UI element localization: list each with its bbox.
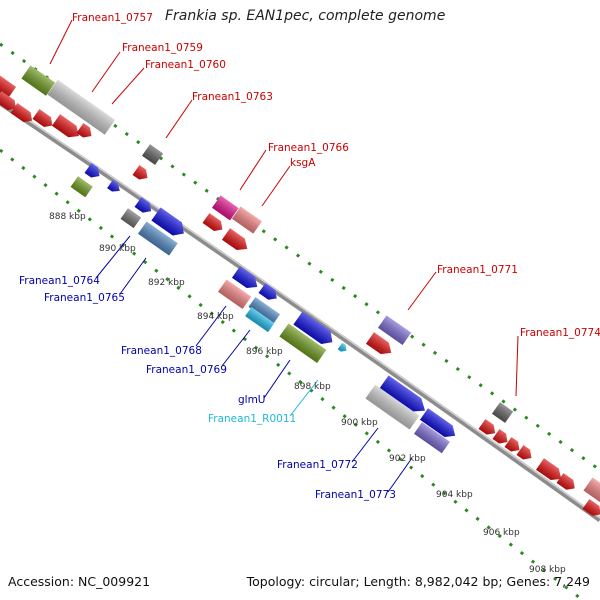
gene-block-0774[interactable] [491,402,514,423]
leader-line [387,457,413,493]
gene-label-ksga: ksgA [290,157,316,169]
leader-line [195,305,227,347]
leader-line [91,51,121,93]
leader-line [221,329,251,367]
gene-arrow[interactable] [132,165,151,183]
leader-line [289,379,319,417]
gene-block-0763[interactable] [141,144,164,165]
accession-text: Accession: NC_009921 [8,574,151,589]
gene-label-0771: Franean1_0771 [437,264,518,276]
genome-title: Frankia sp. EAN1pec, complete genome [165,8,446,24]
gene-block-0764[interactable] [120,208,142,229]
gene-label-0763: Franean1_0763 [192,91,273,103]
leader-line [119,257,147,295]
gene-label-0764: Franean1_0764 [19,275,100,287]
gene-arrow[interactable] [51,114,83,142]
gene-label-glmu: glmU [238,394,266,406]
leader-line [165,99,193,139]
gene-arrow[interactable] [221,228,251,254]
genome-backbone [0,100,600,523]
leader-line [95,235,131,279]
gene-label-0768: Franean1_0768 [121,345,202,357]
gene-label-0773: Franean1_0773 [315,489,396,501]
leader-line [515,335,519,397]
scale-tick-label: 892 kbp [148,278,185,288]
scale-tick-label: 894 kbp [197,312,234,322]
gene-block-r0011[interactable] [337,342,349,354]
genome-backbone-highlight [0,100,600,519]
scale-tick-label: 908 kbp [529,565,566,575]
scale-tick-label: 890 kbp [99,244,136,254]
scale-tick-label: 900 kbp [341,418,378,428]
gene-label-0757: Franean1_0757 [72,12,153,24]
scale-tick-label: 906 kbp [483,528,520,538]
leader-line [111,67,145,105]
scale-tick-label: 898 kbp [294,382,331,392]
gene-arrow[interactable] [70,176,93,198]
gene-label-0774: Franean1_0774 [520,327,600,339]
gene-arrow[interactable] [202,213,226,234]
scale-tick-label: 896 kbp [246,347,283,357]
gene-arrow[interactable] [583,477,600,503]
dotted-track-lower [0,148,581,600]
gene-label-0760: Franean1_0760 [145,59,226,71]
gene-label-r0011: Franean1_R0011 [208,413,296,425]
leader-line [239,149,267,191]
leader-line [407,271,437,311]
scale-tick-label: 904 kbp [436,490,473,500]
leader-line [261,165,291,207]
scale-tick-label: 902 kbp [389,454,426,464]
gene-label-0772: Franean1_0772 [277,459,358,471]
gene-label-0759: Franean1_0759 [122,42,203,54]
leader-line [263,359,291,399]
scale-tick-label: 888 kbp [49,212,86,222]
gene-label-0766: Franean1_0766 [268,142,349,154]
gene-label-0765: Franean1_0765 [44,292,125,304]
leader-line [49,19,73,65]
topology-text: Topology: circular; Length: 8,982,042 bp… [246,574,590,589]
leader-lines [49,19,519,493]
leader-line [351,427,379,463]
gene-label-0769: Franean1_0769 [146,364,227,376]
